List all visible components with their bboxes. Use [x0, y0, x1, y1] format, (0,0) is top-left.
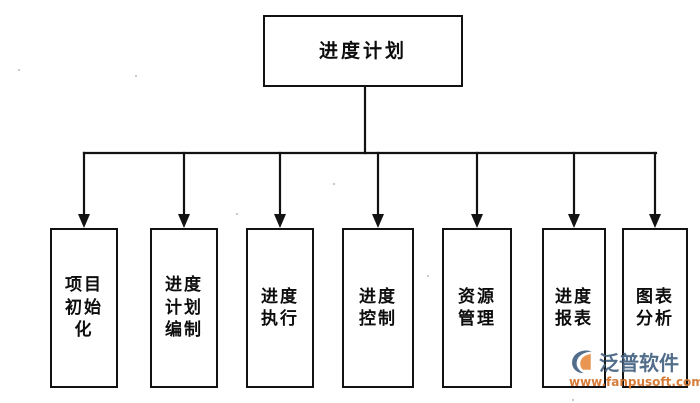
- node-label-0: 项目 初始 化: [65, 275, 103, 341]
- watermark-url-text: www.fanpusoft.com: [569, 375, 700, 389]
- scan-speck: [333, 183, 335, 185]
- arrowhead-icon-3: [372, 214, 384, 228]
- node-label-2: 进度 执行: [261, 286, 299, 329]
- arrowhead-icon-6: [649, 214, 661, 228]
- scan-speck: [427, 275, 429, 277]
- node-label-4: 资源 管理: [458, 286, 496, 329]
- arrowhead-icon-5: [568, 214, 580, 228]
- node-label-1: 进度 计划 编制: [165, 275, 203, 341]
- scan-speck: [135, 75, 137, 77]
- watermark: 泛普软件 www.fanpusoft.com: [568, 346, 700, 394]
- node-project-initialization[interactable]: 项目 初始 化: [50, 228, 118, 388]
- node-resource-management[interactable]: 资源 管理: [442, 228, 512, 388]
- arrowhead-icon-4: [471, 214, 483, 228]
- scan-speck: [572, 399, 574, 401]
- watermark-brand-row: 泛普软件: [568, 346, 700, 376]
- node-schedule-execution[interactable]: 进度 执行: [246, 228, 314, 388]
- watermark-brand-text: 泛普软件: [599, 350, 679, 375]
- scan-speck: [18, 69, 20, 71]
- node-schedule-control[interactable]: 进度 控制: [342, 228, 414, 388]
- scan-speck: [236, 213, 238, 215]
- node-label-3: 进度 控制: [359, 286, 397, 329]
- node-label-6: 图表 分析: [636, 286, 674, 329]
- arrowhead-icon-0: [78, 214, 90, 228]
- node-schedule-plan-preparation[interactable]: 进度 计划 编制: [150, 228, 218, 388]
- node-chart-analysis[interactable]: 图表 分析: [622, 228, 688, 388]
- node-root-label: 进度计划: [318, 39, 407, 62]
- node-label-5: 进度 报表: [555, 286, 593, 329]
- node-root-schedule-plan[interactable]: 进度计划: [263, 15, 463, 87]
- swoosh-circle-logo-icon: [572, 350, 592, 374]
- node-schedule-report[interactable]: 进度 报表: [542, 228, 606, 388]
- arrowhead-icon-1: [178, 214, 190, 228]
- arrowhead-icon-2: [274, 214, 286, 228]
